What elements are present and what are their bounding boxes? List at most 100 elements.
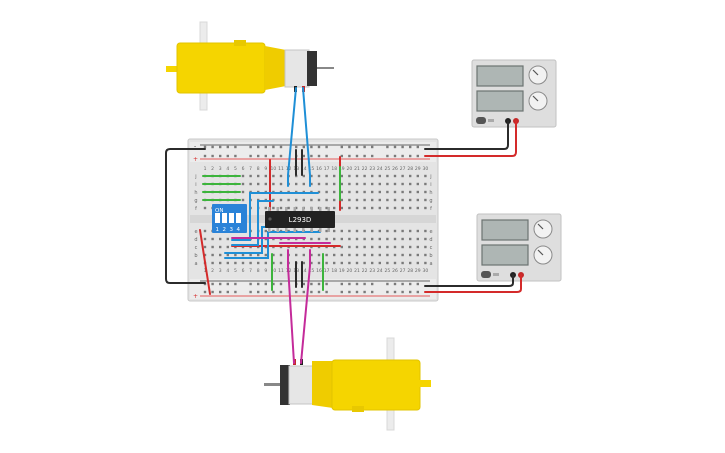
hole[interactable] <box>257 174 260 178</box>
rail-hole[interactable] <box>348 290 351 294</box>
rail-hole[interactable] <box>363 282 366 286</box>
hole[interactable] <box>355 198 359 202</box>
hole[interactable] <box>295 206 298 210</box>
rail-hole[interactable] <box>272 282 275 286</box>
hole[interactable] <box>226 237 229 241</box>
hole[interactable] <box>378 237 381 241</box>
hole[interactable] <box>226 245 229 249</box>
hole[interactable] <box>241 182 245 186</box>
hole[interactable] <box>310 174 313 178</box>
rail-hole[interactable] <box>219 154 222 158</box>
hole[interactable] <box>409 190 412 194</box>
rail-hole[interactable] <box>416 154 419 158</box>
hole[interactable] <box>355 261 359 265</box>
hole[interactable] <box>355 206 359 210</box>
hole[interactable] <box>401 237 404 241</box>
hole[interactable] <box>219 245 222 249</box>
hole[interactable] <box>416 229 419 233</box>
rail-hole[interactable] <box>363 154 366 158</box>
hole[interactable] <box>333 174 336 178</box>
hole[interactable] <box>317 190 321 194</box>
hole[interactable] <box>317 174 321 178</box>
rail-hole[interactable] <box>340 282 343 286</box>
hole[interactable] <box>340 229 343 233</box>
rail-hole[interactable] <box>409 154 412 158</box>
hole[interactable] <box>409 245 412 249</box>
rail-hole[interactable] <box>340 154 343 158</box>
hole[interactable] <box>317 182 321 186</box>
hole[interactable] <box>272 253 275 257</box>
hole[interactable] <box>287 198 290 202</box>
hole[interactable] <box>409 198 412 202</box>
hole[interactable] <box>378 206 381 210</box>
hole[interactable] <box>279 182 283 186</box>
hole[interactable] <box>340 237 343 241</box>
rail-hole[interactable] <box>302 154 305 158</box>
hole[interactable] <box>401 245 404 249</box>
hole[interactable] <box>310 237 313 241</box>
rail-hole[interactable] <box>249 290 252 294</box>
rail-hole[interactable] <box>264 282 267 286</box>
hole[interactable] <box>272 174 275 178</box>
rail-hole[interactable] <box>355 154 359 158</box>
hole[interactable] <box>325 198 328 202</box>
hole[interactable] <box>325 190 328 194</box>
hole[interactable] <box>348 182 351 186</box>
hole[interactable] <box>409 229 412 233</box>
rail-hole[interactable] <box>340 145 343 149</box>
hole[interactable] <box>416 253 419 257</box>
rail-hole[interactable] <box>302 282 305 286</box>
hole[interactable] <box>279 253 283 257</box>
hole[interactable] <box>325 174 328 178</box>
hole[interactable] <box>348 245 351 249</box>
hole[interactable] <box>257 261 260 265</box>
hole[interactable] <box>203 245 207 249</box>
dip-toggle-3[interactable] <box>229 213 234 223</box>
hole[interactable] <box>386 206 389 210</box>
rail-hole[interactable] <box>219 282 222 286</box>
hole[interactable] <box>371 198 374 202</box>
hole[interactable] <box>279 174 283 178</box>
rail-hole[interactable] <box>401 154 404 158</box>
rail-hole[interactable] <box>325 145 328 149</box>
hole[interactable] <box>393 237 397 241</box>
hole[interactable] <box>393 174 397 178</box>
rail-hole[interactable] <box>416 282 419 286</box>
hole[interactable] <box>363 237 366 241</box>
hole[interactable] <box>409 261 412 265</box>
hole[interactable] <box>371 206 374 210</box>
hole[interactable] <box>386 229 389 233</box>
hole[interactable] <box>310 198 313 202</box>
rail-hole[interactable] <box>211 282 214 286</box>
hole[interactable] <box>257 253 260 257</box>
hole[interactable] <box>325 261 328 265</box>
hole[interactable] <box>416 182 419 186</box>
hole[interactable] <box>401 198 404 202</box>
hole[interactable] <box>393 229 397 233</box>
rail-hole[interactable] <box>226 154 229 158</box>
hole[interactable] <box>325 229 328 233</box>
hole[interactable] <box>386 182 389 186</box>
hole[interactable] <box>371 253 374 257</box>
hole[interactable] <box>424 190 427 194</box>
hole[interactable] <box>317 253 321 257</box>
dip-switch[interactable]: ON 1 2 3 4 <box>212 204 247 233</box>
rail-hole[interactable] <box>295 145 298 149</box>
power-supply-1[interactable] <box>471 59 557 128</box>
wire-ps1-negative[interactable] <box>424 120 509 150</box>
hole[interactable] <box>378 198 381 202</box>
hole[interactable] <box>302 253 305 257</box>
hole[interactable] <box>340 190 343 194</box>
rail-hole[interactable] <box>386 154 389 158</box>
rail-hole[interactable] <box>249 282 252 286</box>
rail-hole[interactable] <box>302 145 305 149</box>
hole[interactable] <box>363 182 366 186</box>
hole[interactable] <box>203 253 207 257</box>
wire-magenta-motor-2[interactable] <box>300 249 311 364</box>
rail-hole[interactable] <box>226 145 229 149</box>
hole[interactable] <box>424 261 427 265</box>
rail-hole[interactable] <box>264 290 267 294</box>
hole[interactable] <box>355 190 359 194</box>
dc-motor-top[interactable] <box>166 21 334 111</box>
hole[interactable] <box>211 261 214 265</box>
